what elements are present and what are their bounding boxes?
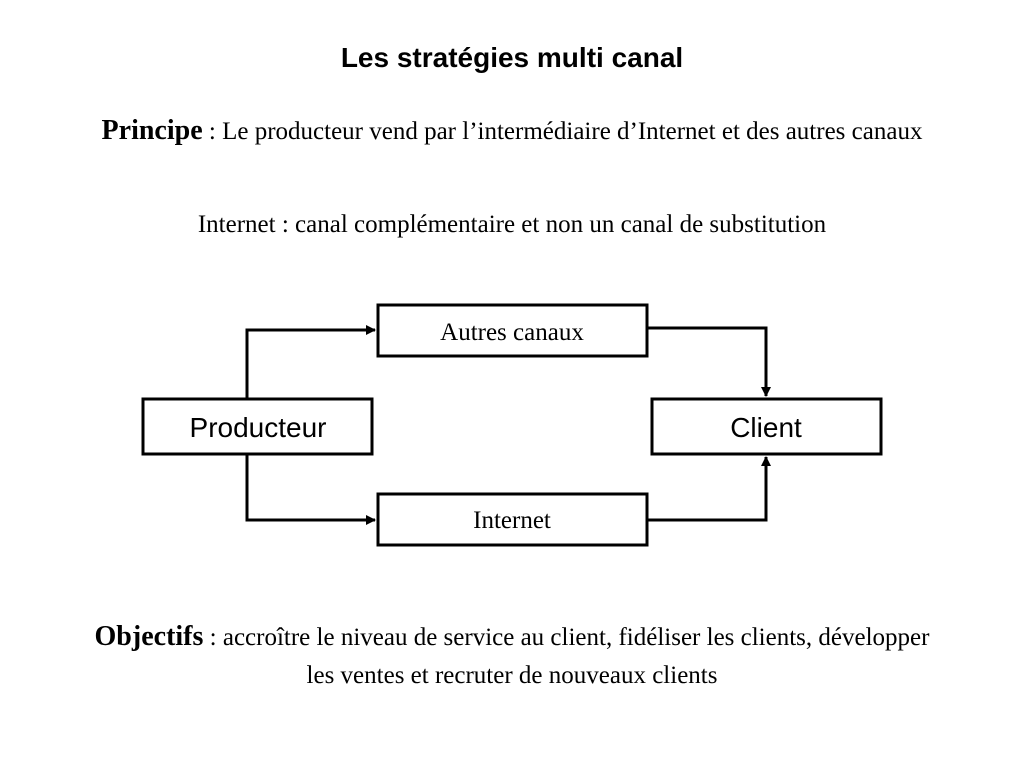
objectives-paragraph: Objectifs : accroître le niveau de servi… (90, 618, 934, 695)
objectives-separator: : (203, 624, 223, 651)
producer-node: Producteur (141, 397, 374, 456)
other-channels-box (376, 303, 649, 358)
client-node: Client (650, 397, 883, 456)
other-channels-node: Autres canaux (376, 303, 649, 358)
client-label: Client (730, 412, 802, 443)
principle-text: Le producteur vend par l’intermédiaire d… (222, 118, 923, 145)
objectives-label: Objectifs (94, 621, 204, 652)
arrow-producer-to-other-channels (245, 325, 376, 399)
arrow-producer-to-internet (245, 454, 376, 525)
principle-separator: : (202, 118, 223, 145)
principle-label: Principe (101, 115, 203, 146)
arrow-other-channels-to-client (647, 326, 771, 397)
other-channels-label: Autres canaux (440, 319, 584, 346)
producer-box (141, 397, 374, 456)
principle-paragraph: Principe : Le producteur vend par l’inte… (30, 112, 994, 151)
page-title: Les stratégies multi canal (340, 42, 684, 73)
producer-label: Producteur (190, 412, 327, 443)
internet-label: Internet (473, 507, 551, 534)
objectives-text: accroître le niveau de service au client… (222, 624, 930, 689)
internet-note: Internet : canal complémentaire et non u… (197, 211, 827, 238)
internet-node: Internet (376, 492, 649, 547)
arrow-internet-to-client (647, 456, 771, 522)
client-box (650, 397, 883, 456)
